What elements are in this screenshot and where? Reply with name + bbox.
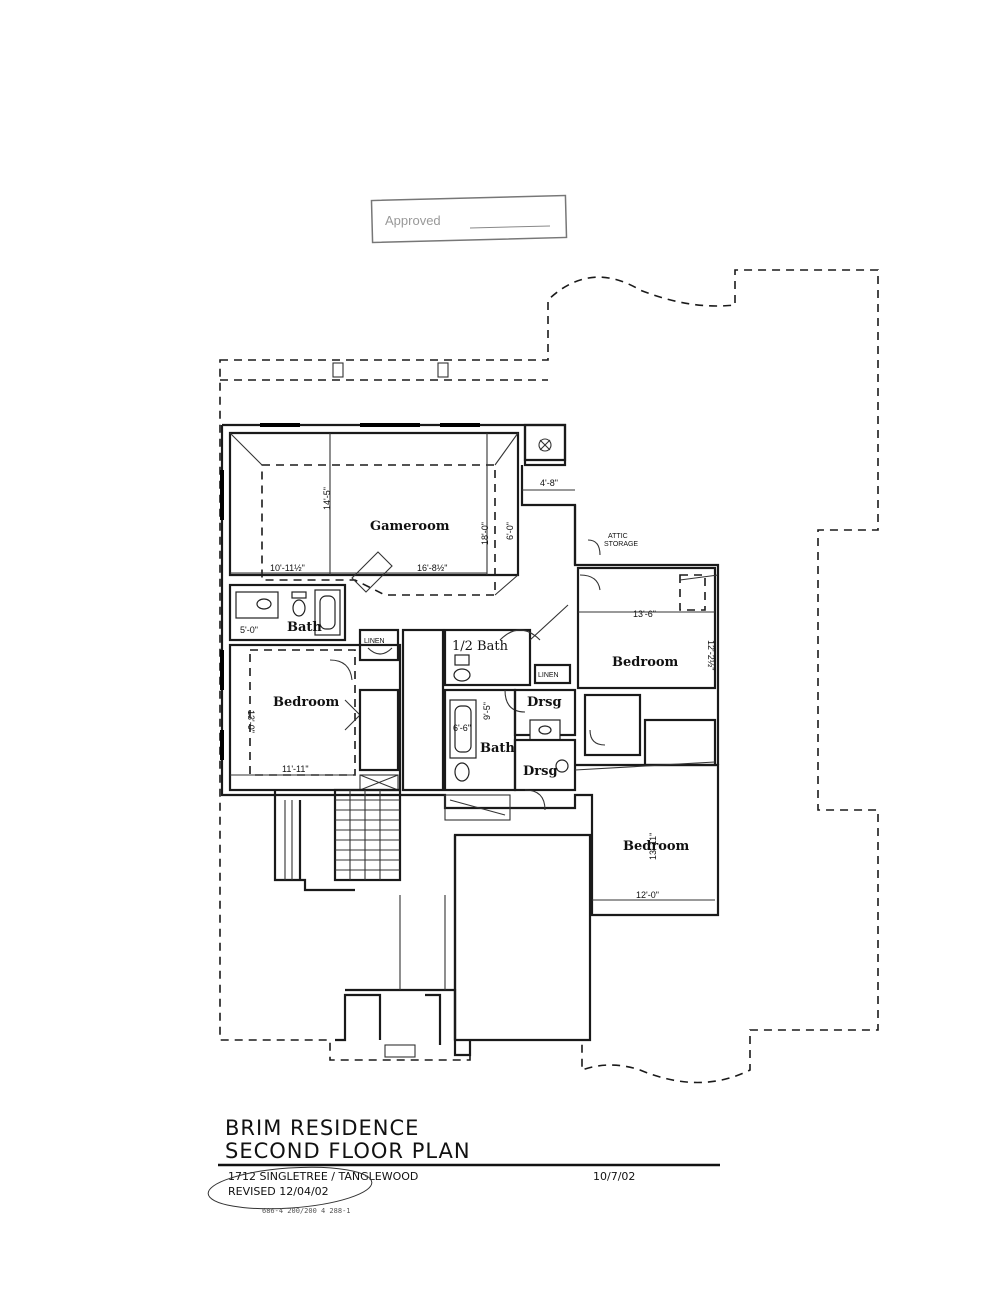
- lower-structure: [335, 833, 592, 1058]
- stamp-text: Approved: [385, 213, 441, 228]
- dressing-area: [444, 663, 577, 821]
- title-line-2: SECOND FLOOR PLAN: [225, 1139, 471, 1163]
- center-bath: [443, 688, 526, 792]
- left-bath: [228, 583, 347, 642]
- label-drsg-1: Drsg: [527, 695, 562, 710]
- dim-18-0: 18'-0": [480, 522, 490, 545]
- dim-4-8: 4'-8": [540, 478, 558, 488]
- dim-12-2: 12'-2½": [706, 640, 716, 670]
- stairs: [273, 788, 402, 892]
- roof-outline: [219, 269, 879, 1084]
- approved-stamp: Approved: [370, 194, 568, 244]
- label-bedroom-left: Bedroom: [273, 695, 340, 710]
- title-revised: REVISED 12/04/02: [228, 1185, 329, 1198]
- room-labels: Gameroom Bath Bedroom 1/2 Bath Bedroom D…: [273, 519, 690, 854]
- label-bath-center: Bath: [480, 741, 515, 756]
- label-gameroom: Gameroom: [370, 519, 450, 534]
- small-labels: ATTIC STORAGE LINEN LINEN: [364, 533, 638, 679]
- dim-5-0: 5'-0": [240, 625, 258, 635]
- upper-floor-walls: [220, 423, 720, 917]
- dim-9-5: 9'-5": [482, 702, 492, 720]
- title-footer: 686-4 200/200 4 288-1: [262, 1207, 351, 1215]
- dim-16-8: 16'-8½": [417, 563, 447, 573]
- label-attic-2: STORAGE: [604, 541, 638, 548]
- dim-13-0: 13'-0": [246, 710, 256, 733]
- label-attic-1: ATTIC: [608, 533, 628, 540]
- label-linen-2: LINEN: [538, 672, 559, 679]
- right-bedrooms: [574, 566, 719, 771]
- label-half-bath: 1/2 Bath: [452, 639, 509, 654]
- dim-6-0: 6'-0": [505, 522, 515, 540]
- left-bedroom: [228, 628, 402, 792]
- label-bedroom-right-bottom: Bedroom: [623, 839, 690, 854]
- dimension-labels: 4'-8" 14'-5" 18'-0" 6'-0" 10'-11½" 16'-8…: [230, 478, 716, 901]
- dim-13-11: 13'-11": [648, 833, 658, 860]
- label-bedroom-right-top: Bedroom: [612, 655, 679, 670]
- title-block: BRIM RESIDENCE SECOND FLOOR PLAN 1712 SI…: [207, 1116, 720, 1215]
- dim-12-0: 12'-0": [636, 890, 659, 900]
- dim-6-6: 6'-6": [453, 723, 471, 733]
- title-date: 10/7/02: [593, 1170, 635, 1183]
- label-drsg-2: Drsg: [523, 764, 558, 779]
- dim-13-6: 13'-6": [633, 609, 656, 619]
- hallway: [401, 604, 569, 792]
- title-line-1: BRIM RESIDENCE: [225, 1116, 419, 1140]
- dim-10-11: 10'-11½": [270, 563, 305, 573]
- dim-11-11: 11'-11": [282, 764, 309, 774]
- dim-14-5: 14'-5": [322, 487, 332, 510]
- label-bath-left: Bath: [287, 620, 322, 635]
- label-linen-1: LINEN: [364, 638, 385, 645]
